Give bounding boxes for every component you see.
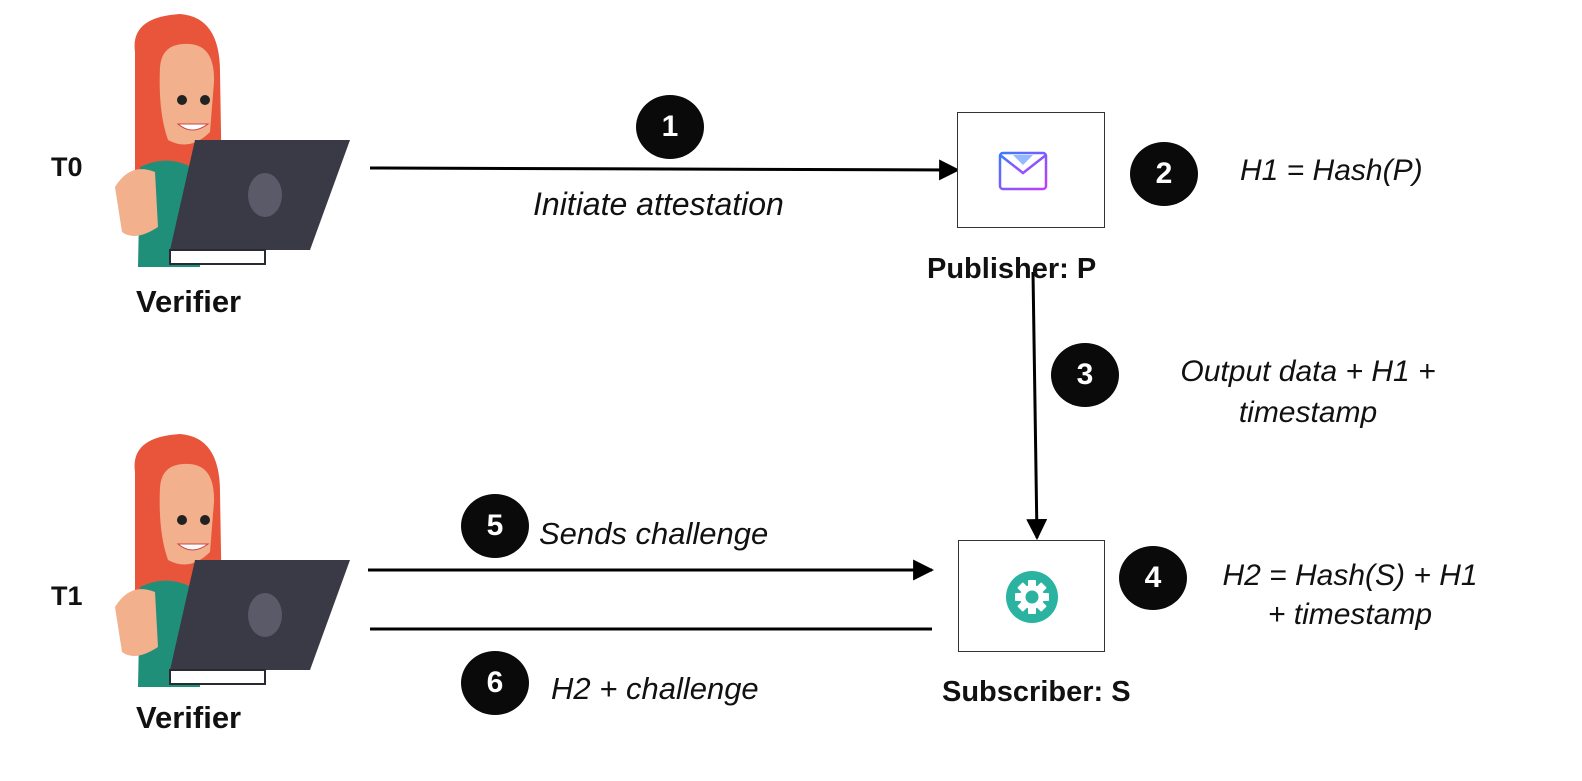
verifier-bottom xyxy=(110,432,370,692)
step-badge-6: 6 xyxy=(461,651,529,715)
step-badge-5: 5 xyxy=(461,494,529,558)
step-4-text-line2: + timestamp xyxy=(1267,598,1433,631)
step-4-text-line1: H2 = Hash(S) + H1 xyxy=(1222,559,1478,592)
arrow-initiate xyxy=(369,159,961,181)
publisher-box xyxy=(957,112,1105,228)
time-label-t0: T0 xyxy=(51,152,83,182)
verifier-avatar-icon xyxy=(115,14,350,267)
verifier-label-bottom: Verifier xyxy=(136,700,242,735)
step-badge-3: 3 xyxy=(1051,343,1119,407)
step-5-text: Sends challenge xyxy=(539,516,769,551)
time-label-t1: T1 xyxy=(51,581,83,611)
subscriber-box xyxy=(958,540,1105,652)
step-3-text-line1: Output data + H1 + xyxy=(1180,355,1436,388)
arrow-output-data xyxy=(1026,271,1048,541)
step-badge-2: 2 xyxy=(1130,142,1198,206)
publisher-label: Publisher: P xyxy=(927,253,1097,285)
verifier-avatar-icon xyxy=(115,434,350,687)
gear-icon xyxy=(1006,571,1058,623)
step-6-text: H2 + challenge xyxy=(551,671,759,706)
step-badge-1: 1 xyxy=(636,95,704,159)
verifier-label-top: Verifier xyxy=(136,284,242,319)
mail-icon xyxy=(998,142,1048,191)
step-3-text-line2: timestamp xyxy=(1238,396,1378,429)
step-badge-4: 4 xyxy=(1119,546,1187,610)
step-1-text: Initiate attestation xyxy=(533,186,784,222)
subscriber-label: Subscriber: S xyxy=(942,676,1131,708)
verifier-top xyxy=(110,12,370,272)
step-2-text: H1 = Hash(P) xyxy=(1240,154,1423,187)
